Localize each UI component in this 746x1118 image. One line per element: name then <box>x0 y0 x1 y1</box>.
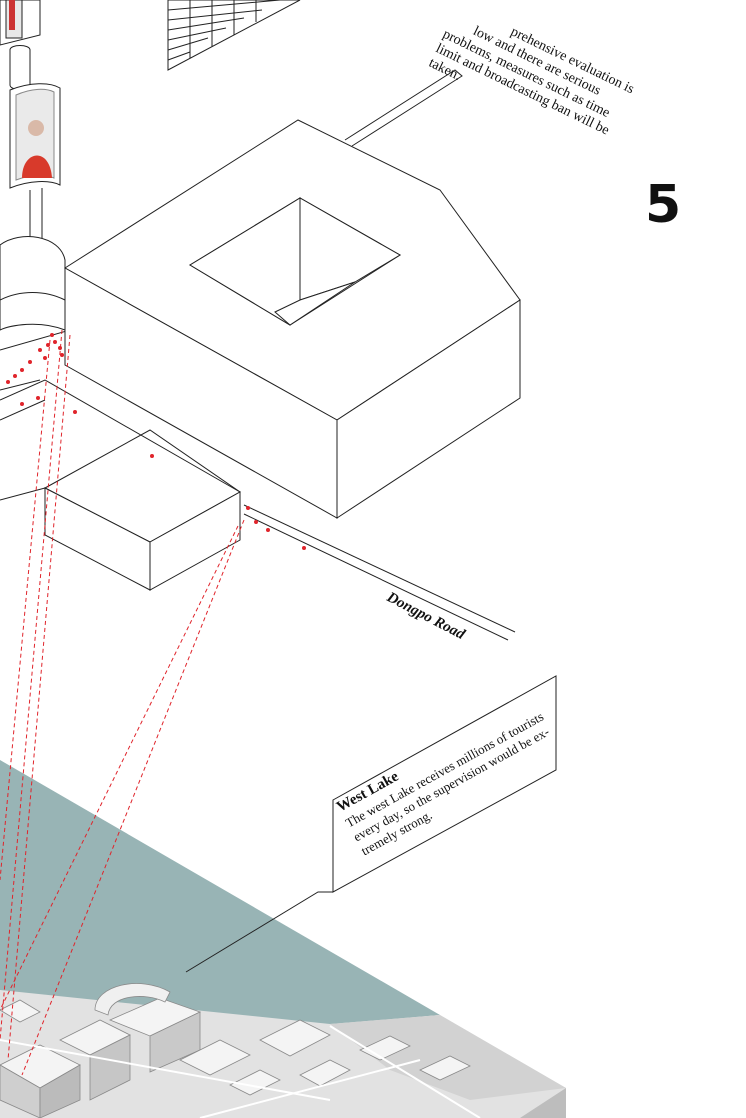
narrow-road <box>344 69 463 147</box>
data-table-panel <box>167 0 301 71</box>
dongpo-road: Dongpo Road <box>243 504 516 643</box>
evaluation-note: prehensive evaluation is low and there a… <box>426 24 636 139</box>
main-building <box>64 119 521 519</box>
west-lake-area <box>0 760 440 1025</box>
city-model <box>0 983 566 1118</box>
step-number: 5 <box>645 175 681 235</box>
people-markers <box>6 333 306 550</box>
camera-tower <box>0 0 71 391</box>
sight-lines <box>0 329 245 1076</box>
road-label: Dongpo Road <box>383 589 467 643</box>
